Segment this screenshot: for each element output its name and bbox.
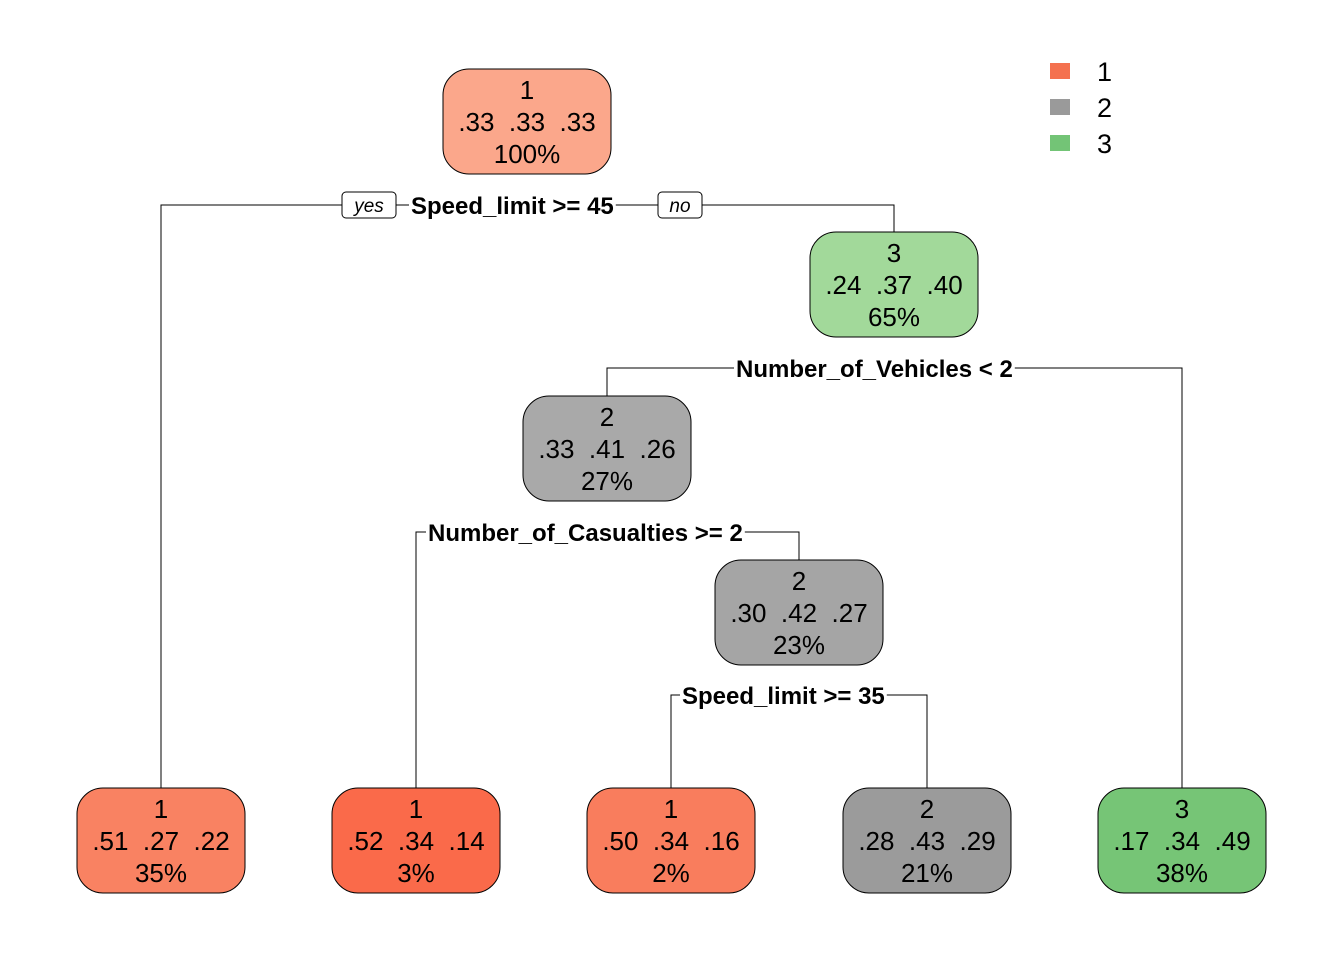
node-box — [586, 787, 756, 894]
node-pct: 38% — [1156, 858, 1208, 888]
legend-swatch — [1050, 63, 1070, 79]
node-leaf26: 1.50 .34 .162% — [586, 787, 756, 894]
node-probs: .33 .33 .33 — [458, 107, 595, 137]
legend-item-2: 2 — [1050, 93, 1112, 123]
legend: 1 2 3 — [1050, 57, 1112, 159]
node-class: 2 — [792, 566, 806, 596]
split-s3: Number_of_Casualties >= 2 — [426, 519, 745, 547]
split-label-background — [426, 519, 745, 545]
node-class: 2 — [920, 794, 934, 824]
node-box — [809, 231, 979, 338]
node-probs: .50 .34 .16 — [602, 826, 739, 856]
yes-label-box — [341, 191, 397, 219]
legend-swatch — [1050, 99, 1070, 115]
node-probs: .30 .42 .27 — [730, 598, 867, 628]
node-probs: .17 .34 .49 — [1113, 826, 1250, 856]
split-label: Number_of_Vehicles < 2 — [736, 356, 1013, 383]
node-box — [714, 559, 884, 666]
node-pct: 21% — [901, 858, 953, 888]
split-label: Speed_limit >= 35 — [682, 683, 885, 710]
split-label-background — [734, 355, 1015, 381]
node-pct: 100% — [494, 139, 561, 169]
node-class: 1 — [154, 794, 168, 824]
no-label-text: no — [669, 196, 690, 217]
legend-item-3: 3 — [1050, 129, 1112, 159]
split-label: Number_of_Casualties >= 2 — [428, 520, 743, 547]
legend-label: 3 — [1097, 129, 1112, 159]
split-label: Speed_limit >= 45 — [411, 193, 614, 220]
split-s1: Speed_limit >= 45 — [409, 192, 616, 220]
split-s2: Number_of_Vehicles < 2 — [734, 355, 1015, 383]
node-pct: 23% — [773, 630, 825, 660]
node-box — [442, 68, 612, 175]
node-probs: .24 .37 .40 — [825, 270, 962, 300]
legend-label: 1 — [1097, 57, 1112, 87]
node-box — [522, 395, 692, 502]
node-probs: .33 .41 .26 — [538, 434, 675, 464]
node-leaf12: 1.52 .34 .143% — [331, 787, 501, 894]
node-class: 2 — [600, 402, 614, 432]
node-pct: 2% — [652, 858, 690, 888]
node-pct: 3% — [397, 858, 435, 888]
legend-item-1: 1 — [1050, 57, 1112, 87]
split-labels: Speed_limit >= 45 Number_of_Vehicles < 2 N… — [409, 192, 1015, 710]
yes-label: yes — [341, 191, 397, 219]
node-class: 1 — [409, 794, 423, 824]
node-class: 3 — [1175, 794, 1189, 824]
node-probs: .51 .27 .22 — [92, 826, 229, 856]
node-box — [842, 787, 1012, 894]
node-class: 1 — [520, 75, 534, 105]
edge-s2 — [606, 367, 1183, 788]
node-class: 1 — [664, 794, 678, 824]
node-pct: 35% — [135, 858, 187, 888]
node-pct: 65% — [868, 302, 920, 332]
node-box — [76, 787, 246, 894]
node-probs: .28 .43 .29 — [858, 826, 995, 856]
node-box — [1097, 787, 1267, 894]
no-label-box — [657, 191, 703, 219]
node-class: 3 — [887, 238, 901, 268]
node-pct: 27% — [581, 466, 633, 496]
node-box — [331, 787, 501, 894]
legend-label: 2 — [1097, 93, 1112, 123]
node-probs: .52 .34 .14 — [347, 826, 484, 856]
branch-direction-labels: yes no — [341, 191, 703, 219]
no-label: no — [657, 191, 703, 219]
yes-label-text: yes — [352, 196, 384, 217]
split-s4: Speed_limit >= 35 — [680, 682, 887, 710]
split-label-background — [409, 192, 616, 218]
legend-swatch — [1050, 135, 1070, 151]
split-label-background — [680, 682, 887, 708]
